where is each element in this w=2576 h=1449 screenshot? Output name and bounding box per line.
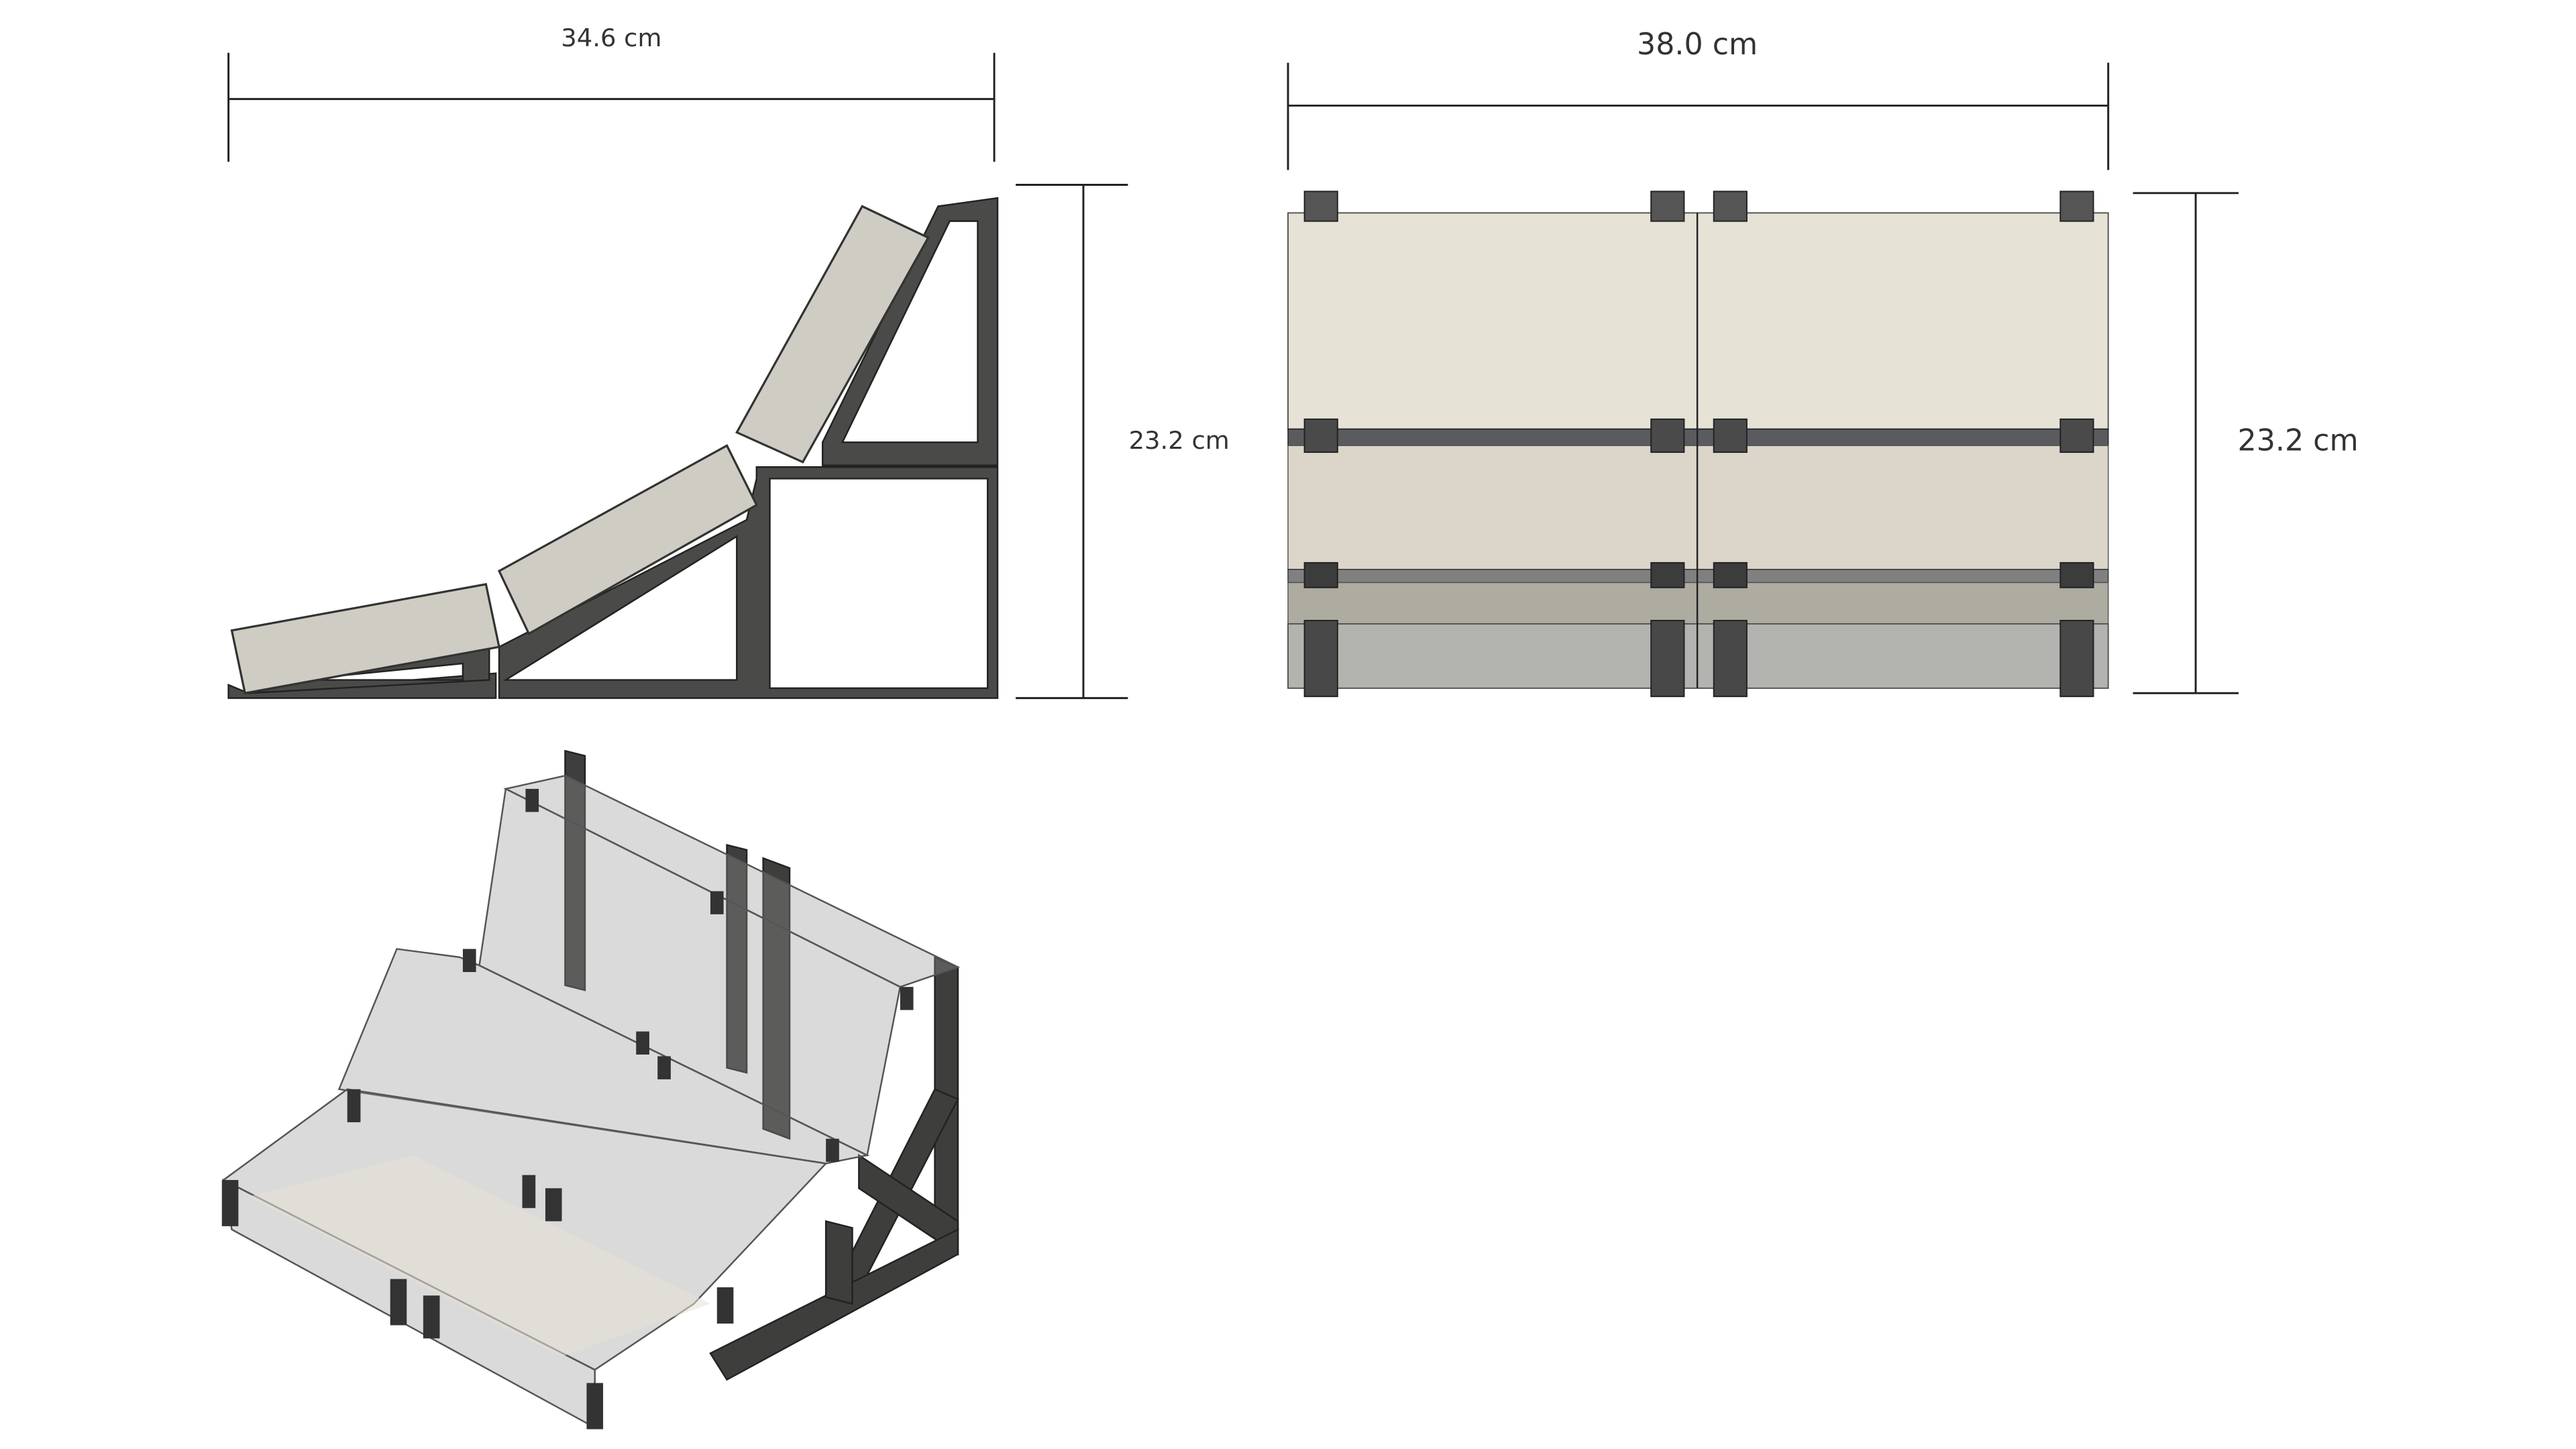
front-view: 38.0 cm 23.2 cm xyxy=(1287,28,2359,698)
side-height-dimension: 23.2 cm xyxy=(1016,184,1230,700)
front-width-dimension: 38.0 cm xyxy=(1287,28,2110,170)
side-panel-mid xyxy=(497,444,758,635)
side-height-label: 23.2 cm xyxy=(1129,426,1230,455)
iso-panels xyxy=(221,774,961,1430)
clip-icon xyxy=(1303,620,1338,698)
clip-icon xyxy=(1650,191,1685,222)
front-clips xyxy=(1303,191,2094,698)
clip-icon xyxy=(1303,418,1338,453)
clip-icon xyxy=(2059,620,2094,698)
clip-icon xyxy=(1303,191,1338,222)
front-width-label: 38.0 cm xyxy=(1637,28,1758,62)
iso-clips xyxy=(221,788,914,1430)
side-panel-top xyxy=(735,205,930,464)
clip-icon xyxy=(1650,620,1685,698)
clip-icon xyxy=(1713,191,1748,222)
clip-icon xyxy=(1650,561,1685,588)
clip-icon xyxy=(1650,418,1685,453)
side-view: 34.6 cm 23.2 cm xyxy=(227,23,1230,700)
iso-low-floor xyxy=(248,1155,710,1357)
isometric-view xyxy=(221,749,961,1430)
front-height-label: 23.2 cm xyxy=(2238,424,2359,458)
front-height-dimension: 23.2 cm xyxy=(2133,192,2359,694)
clip-icon xyxy=(1713,418,1748,453)
side-width-dimension: 34.6 cm xyxy=(227,23,996,162)
clip-icon xyxy=(1713,561,1748,588)
clip-icon xyxy=(1303,561,1338,588)
clip-icon xyxy=(2059,418,2094,453)
clip-icon xyxy=(1713,620,1748,698)
clip-icon xyxy=(2059,191,2094,222)
side-panel-low xyxy=(230,583,500,695)
clip-icon xyxy=(2059,561,2094,588)
side-width-label: 34.6 cm xyxy=(561,23,661,52)
